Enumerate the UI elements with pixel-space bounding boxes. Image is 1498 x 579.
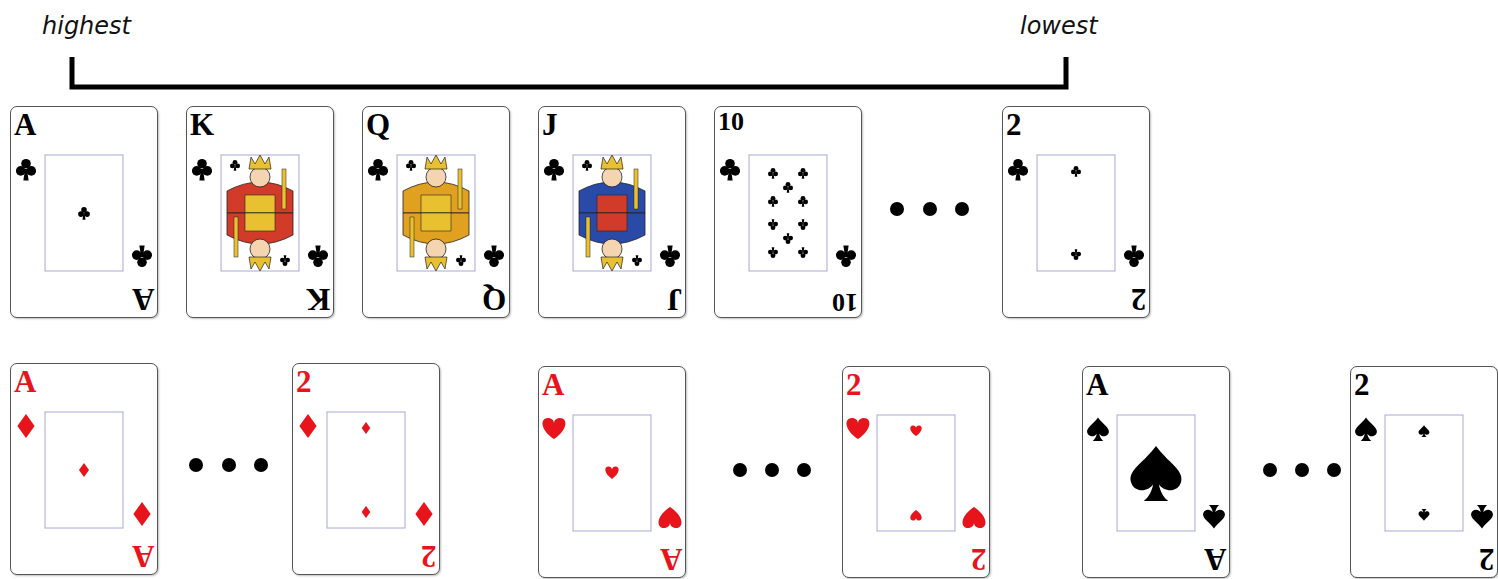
playing-card: AA bbox=[10, 106, 158, 318]
card-rank: J bbox=[667, 284, 683, 315]
card-rank: A bbox=[132, 284, 154, 315]
card-rank: A bbox=[14, 109, 36, 140]
playing-card: 22 bbox=[292, 363, 440, 575]
playing-card: AA bbox=[1082, 366, 1230, 578]
playing-card: 22 bbox=[1350, 366, 1498, 578]
card-rank: 2 bbox=[296, 366, 312, 397]
card-rank: 2 bbox=[1479, 544, 1495, 575]
card-art bbox=[1351, 367, 1497, 577]
card-rank: Q bbox=[366, 109, 390, 140]
card-rank: J bbox=[542, 109, 558, 140]
card-rank: 2 bbox=[1006, 109, 1022, 140]
playing-card: AA bbox=[538, 366, 686, 578]
range-label: lowest bbox=[1020, 12, 1098, 40]
card-rank: 2 bbox=[971, 544, 987, 575]
card-art bbox=[715, 107, 861, 317]
card-rank: K bbox=[190, 109, 214, 140]
card-art bbox=[1003, 107, 1149, 317]
playing-card: QQ bbox=[362, 106, 510, 318]
playing-card: AA bbox=[10, 363, 158, 575]
card-rank: 2 bbox=[1354, 369, 1370, 400]
card-rank: 10 bbox=[718, 109, 744, 135]
card-rank: 2 bbox=[1131, 284, 1147, 315]
card-art bbox=[539, 107, 685, 317]
card-rank: A bbox=[542, 369, 564, 400]
card-rank: 2 bbox=[421, 541, 437, 572]
card-rank: A bbox=[1086, 369, 1108, 400]
playing-card: JJ bbox=[538, 106, 686, 318]
playing-card: KK bbox=[186, 106, 334, 318]
card-art bbox=[293, 364, 439, 574]
card-rank: 10 bbox=[832, 289, 858, 315]
card-rank: K bbox=[306, 284, 330, 315]
card-art bbox=[843, 367, 989, 577]
card-rank: A bbox=[14, 366, 36, 397]
playing-card: 10 10 bbox=[714, 106, 862, 318]
range-label: highest bbox=[42, 12, 131, 40]
playing-card: 22 bbox=[1002, 106, 1150, 318]
card-rank: A bbox=[1204, 544, 1226, 575]
card-rank: A bbox=[132, 541, 154, 572]
range-bracket bbox=[72, 57, 1066, 87]
card-rank: 2 bbox=[846, 369, 862, 400]
playing-card: 22 bbox=[842, 366, 990, 578]
card-rank: A bbox=[660, 544, 682, 575]
card-rank: Q bbox=[482, 284, 506, 315]
